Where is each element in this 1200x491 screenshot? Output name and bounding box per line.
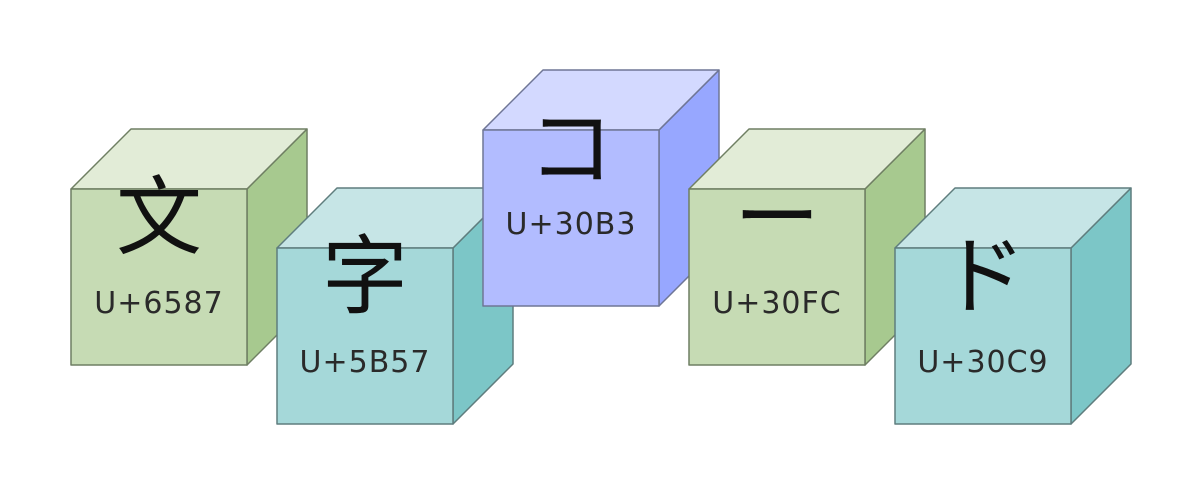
cube-ji: 字 U+5B57 xyxy=(276,187,514,425)
cube-front-face xyxy=(482,129,660,307)
cube-ko: コ U+30B3 xyxy=(482,69,720,307)
cube-front-face xyxy=(70,188,248,366)
cube-character: 字 xyxy=(322,227,408,327)
cube-character: 文 xyxy=(116,168,202,268)
cube-code-point: U+30B3 xyxy=(505,206,637,242)
cube-code-point: U+5B57 xyxy=(299,344,431,380)
cube-shape xyxy=(70,128,308,366)
cube-code-point: U+30C9 xyxy=(917,344,1049,380)
cube-character: コ xyxy=(528,99,614,199)
cube-shape xyxy=(482,69,720,307)
cube-code-point: U+30FC xyxy=(712,285,842,321)
cube-front-face xyxy=(688,188,866,366)
cube-character: ー xyxy=(734,168,820,268)
cube-front-face xyxy=(276,247,454,425)
cube-code-point: U+6587 xyxy=(94,285,224,321)
cube-do: ド U+30C9 xyxy=(894,187,1132,425)
cube-character: ド xyxy=(940,227,1026,327)
cube-long-vowel: ー U+30FC xyxy=(688,128,926,366)
cube-front-face xyxy=(894,247,1072,425)
cube-shape xyxy=(894,187,1132,425)
cube-bun: 文 U+6587 xyxy=(70,128,308,366)
